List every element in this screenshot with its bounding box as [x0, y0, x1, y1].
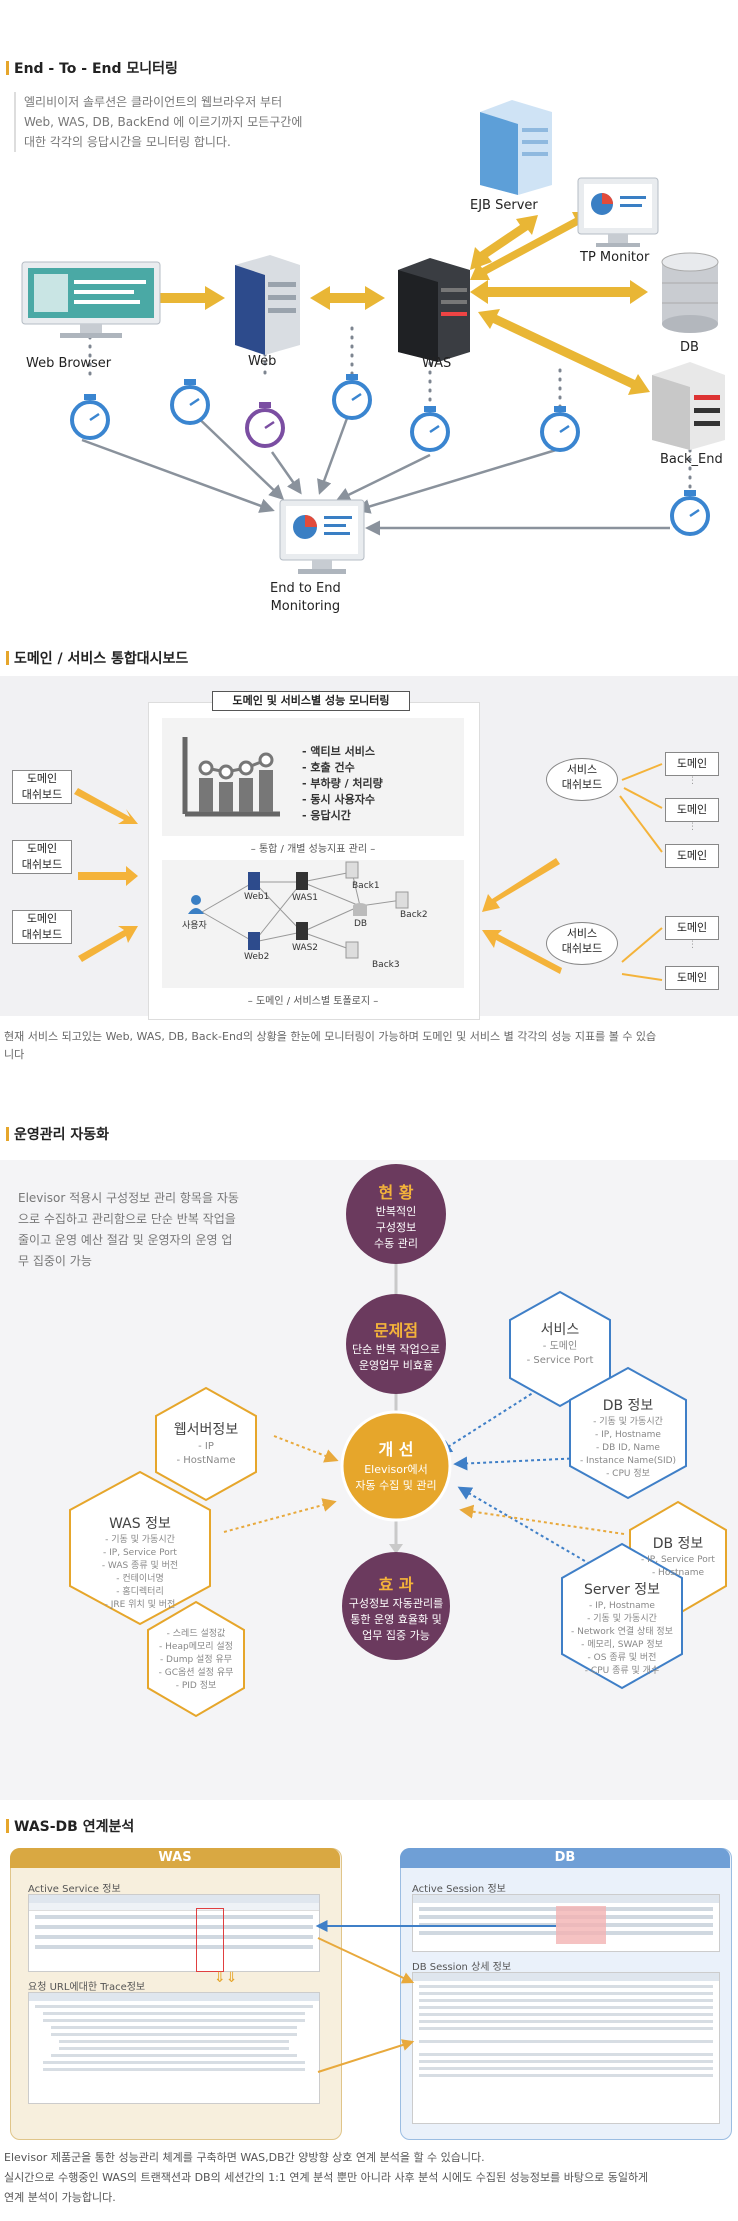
ejb-server-label: EJB Server	[470, 198, 538, 213]
topology-user-icon	[188, 895, 204, 914]
webserver-hexagon	[155, 1386, 257, 1502]
topology-label-db: DB	[354, 919, 368, 929]
backend-label: Back_End	[660, 452, 723, 467]
status-circle-text: 현 황 반복적인 구성정보 수동 관리	[374, 1183, 418, 1250]
metrics-caption: – 통합 / 개별 성능지표 관리 –	[250, 844, 376, 855]
topology-label-was2: WAS2	[292, 943, 319, 953]
section-title: WAS-DB 연계분석	[6, 1816, 134, 1836]
section-title: End - To - End 모니터링	[6, 58, 178, 78]
section-description: Elevisor 제품군을 통한 성능관리 체계를 구축하면 WAS,DB간 양…	[4, 2151, 649, 2204]
was-db-link-arrows	[315, 1920, 556, 2073]
topology-label-was1: WAS1	[292, 893, 319, 903]
problem-circle	[346, 1294, 446, 1394]
server-info-hexagon	[561, 1542, 683, 1690]
db-label: DB	[680, 340, 699, 355]
db-detail-table	[412, 1972, 720, 2124]
stopwatch-icons	[70, 374, 710, 536]
ejb-server-icon	[480, 100, 552, 195]
vertical-ellipsis: ⋮	[688, 940, 697, 950]
metrics-list: - 액티브 서비스 - 호출 건수 - 부하량 / 처리량 - 동시 사용자수 …	[302, 745, 383, 822]
was-server-icon	[398, 258, 470, 362]
section-end-to-end: End - To - End 모니터링 엘리비이저 솔루션은 클라이언트의 웹브…	[0, 0, 738, 640]
web-server-icon	[235, 255, 300, 355]
db-active-title: Active Session 정보	[412, 1884, 506, 1895]
section-description: 엘리비이저 솔루션은 클라이언트의 웹브라우저 부터 Web, WAS, DB,…	[14, 92, 354, 152]
section-title: 도메인 / 서비스 통합대시보드	[6, 648, 188, 668]
improvement-circle	[340, 1410, 452, 1522]
bar-chart-icon	[182, 737, 280, 817]
service-hexagon	[509, 1290, 611, 1408]
down-arrow-icon: ⇓⇓	[214, 1970, 238, 1986]
monitoring-monitor-icon	[279, 499, 365, 574]
topology-label-web1: Web1	[244, 892, 270, 902]
service-hexagon-text: 서비스 - 도메인 - Service Port	[526, 1322, 594, 1366]
domain-box[interactable]: 도메인	[665, 916, 719, 940]
tp-monitor-label: TP Monitor	[580, 250, 650, 265]
web-label: Web	[248, 354, 277, 369]
dashboard-arrows	[74, 763, 663, 981]
topology-node-icons	[248, 861, 409, 959]
topology-label-web2: Web2	[244, 952, 270, 962]
status-circle	[346, 1164, 446, 1264]
problem-circle-text: 문제점 단순 반복 작업으로 운영업무 비효율	[352, 1321, 440, 1372]
end-to-end-label: End to End Monitoring	[270, 581, 341, 614]
topology-label-back2: Back2	[400, 910, 428, 920]
topology-diagram	[188, 861, 409, 959]
highlight-column	[196, 1908, 224, 1972]
section-dashboard: 도메인 / 서비스 통합대시보드 도메인 및 서비스별 성능 모니터링 - 액티…	[0, 640, 738, 1080]
panel-title: 도메인 및 서비스별 성능 모니터링	[212, 691, 410, 711]
vertical-ellipsis: ⋮	[688, 776, 697, 786]
section-automation: 운영관리 자동화 Elevisor 적용시 구성정보 관리 항목을 자동 으로 …	[0, 1110, 738, 1810]
section-was-db: WAS-DB 연계분석 WAS Active Service 정보 ⇓⇓ 요청 …	[0, 1810, 738, 2221]
was-info-hexagon-text: WAS 정보 - 기동 및 가동시간 - IP, Service Port - …	[101, 1516, 179, 1610]
effect-circle-text: 효 과 구성정보 자동관리를 통한 운영 효율화 및 업무 집중 가능	[348, 1575, 444, 1642]
end-to-end-diagram	[21, 100, 725, 574]
web-browser-icon	[21, 261, 161, 338]
topology-label-back3: Back3	[372, 960, 400, 970]
webserver-hexagon-text: 웹서버정보 - IP - HostName	[173, 1422, 239, 1466]
topology-panel	[162, 860, 464, 988]
domain-box[interactable]: 도메인	[665, 966, 719, 990]
automation-diagram	[69, 1164, 727, 1718]
was-panel-header: WAS	[10, 1848, 340, 1868]
domain-box[interactable]: 도메인	[665, 798, 719, 822]
was-detail-hexagon-text: - 스레드 설정값 - Heap메모리 설정 - Dump 설정 유무 - GC…	[158, 1629, 234, 1691]
connection-arrows	[140, 212, 650, 395]
db-info-hexagon-2-text: DB 정보 - IP, Service Port - Hostname	[641, 1536, 715, 1578]
was-label: WAS	[422, 356, 452, 371]
server-info-hexagon-text: Server 정보 - IP, Hostname - 기동 및 가동시간 - N…	[571, 1582, 673, 1676]
domain-box[interactable]: 도메인	[665, 752, 719, 776]
web-browser-label: Web Browser	[26, 356, 112, 371]
was-trace-title: 요청 URL에대한 Trace정보	[28, 1982, 146, 1993]
section-description: 현재 서비스 되고있는 Web, WAS, DB, Back-End의 상황을 …	[4, 1030, 657, 1061]
section-description: Elevisor 적용시 구성정보 관리 항목을 자동 으로 수집하고 관리함으…	[18, 1191, 239, 1268]
topology-caption: – 도메인 / 서비스별 토폴로지 –	[247, 996, 379, 1007]
section-title: 운영관리 자동화	[6, 1124, 109, 1144]
was-trace-table	[28, 1992, 320, 2104]
was-active-title: Active Service 정보	[28, 1884, 121, 1895]
was-info-hexagon	[69, 1470, 211, 1626]
db-info-hexagon-text: DB 정보 - 기동 및 가동시간 - IP, Hostname - DB ID…	[579, 1398, 677, 1479]
db-highlight-cells	[556, 1906, 606, 1944]
db-icon	[661, 252, 719, 333]
backend-server-icon	[652, 362, 725, 450]
db-panel-header: DB	[400, 1848, 730, 1868]
topology-label-user: 사용자	[182, 921, 207, 931]
vertical-ellipsis: ⋮	[688, 822, 697, 832]
db-detail-title: DB Session 상세 정보	[412, 1962, 512, 1973]
tp-monitor-icon	[577, 177, 659, 247]
topology-label-back1: Back1	[352, 881, 380, 891]
improvement-circle-text: 개 선 Elevisor에서 자동 수집 및 관리	[355, 1440, 437, 1492]
was-detail-hexagon	[147, 1600, 245, 1718]
was-active-table	[28, 1894, 320, 1972]
domain-box[interactable]: 도메인	[665, 844, 719, 868]
db-info-hexagon	[569, 1366, 687, 1500]
effect-circle	[342, 1552, 450, 1660]
